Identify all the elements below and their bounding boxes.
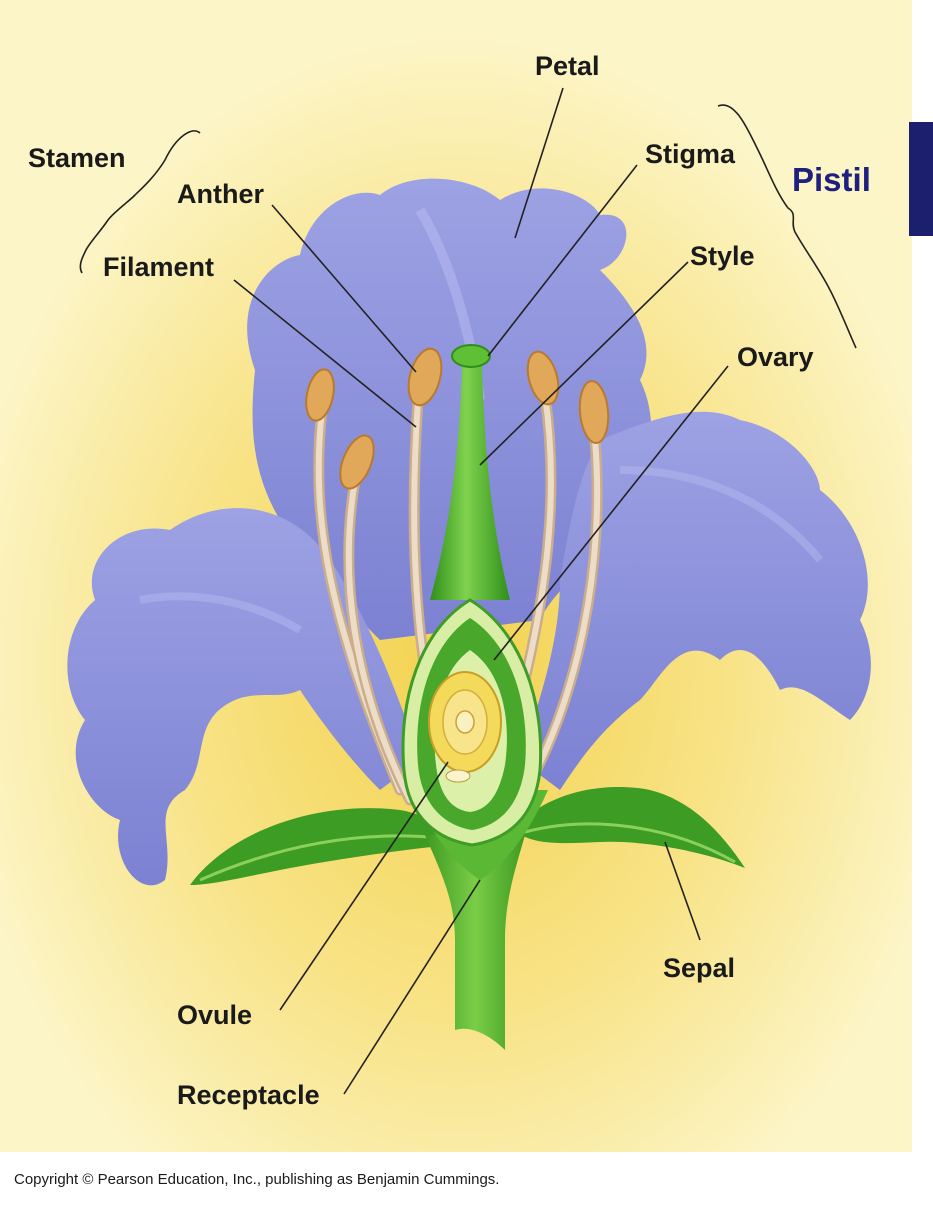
label-sepal: Sepal <box>663 953 735 983</box>
label-style: Style <box>690 241 755 271</box>
style <box>430 365 510 600</box>
leader-lines <box>233 87 729 1095</box>
pistil-brace <box>717 104 857 349</box>
label-ovule: Ovule <box>177 1000 252 1030</box>
label-stigma: Stigma <box>645 139 736 169</box>
label-petal: Petal <box>535 51 600 81</box>
label-filament: Filament <box>103 252 214 282</box>
label-ovary: Ovary <box>737 342 814 372</box>
stigma <box>451 344 491 368</box>
label-stamen: Stamen <box>28 143 126 173</box>
copyright-text: Copyright © Pearson Education, Inc., pub… <box>14 1171 499 1188</box>
label-receptacle: Receptacle <box>177 1080 320 1110</box>
ovule <box>428 671 502 783</box>
right-petal <box>520 411 871 790</box>
side-bar <box>909 122 933 236</box>
stamen-brace <box>79 130 201 274</box>
label-pistil: Pistil <box>792 161 871 198</box>
anthers <box>305 347 610 490</box>
label-anther: Anther <box>177 179 264 209</box>
left-sepal <box>190 808 450 885</box>
stem <box>425 835 525 1050</box>
